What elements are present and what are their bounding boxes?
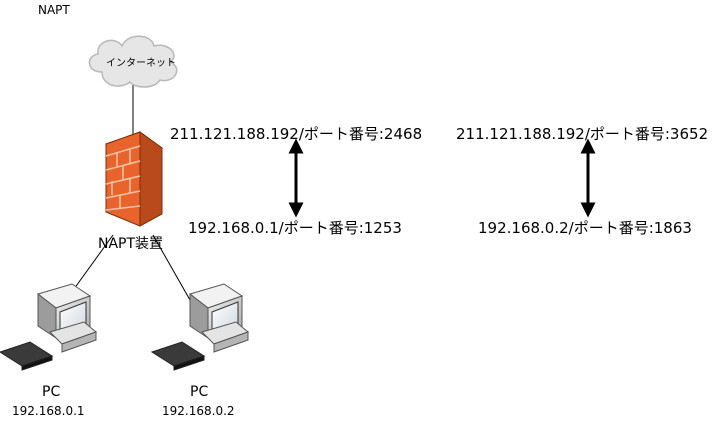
computer-icon	[0, 283, 97, 371]
napt-device-label: NAPT装置	[98, 236, 164, 252]
pc-ip: 192.168.0.1	[12, 404, 85, 418]
firewall-icon	[104, 131, 164, 227]
global-address: 211.121.188.192/ポート番号:2468	[170, 125, 423, 143]
link-firewall-pc2	[152, 234, 191, 301]
diagram-title: NAPT	[38, 3, 70, 17]
internet-label: インターネット	[106, 58, 176, 69]
global-address: 211.121.188.192/ポート番号:3652	[456, 125, 709, 143]
local-address: 192.168.0.2/ポート番号:1863	[478, 219, 692, 237]
cloud-icon	[88, 35, 178, 88]
pc-ip: 192.168.0.2	[162, 404, 235, 418]
computer-icon	[150, 283, 249, 371]
local-address: 192.168.0.1/ポート番号:1253	[188, 219, 402, 237]
pc-label: PC	[190, 384, 209, 400]
pc-label: PC	[42, 384, 61, 400]
